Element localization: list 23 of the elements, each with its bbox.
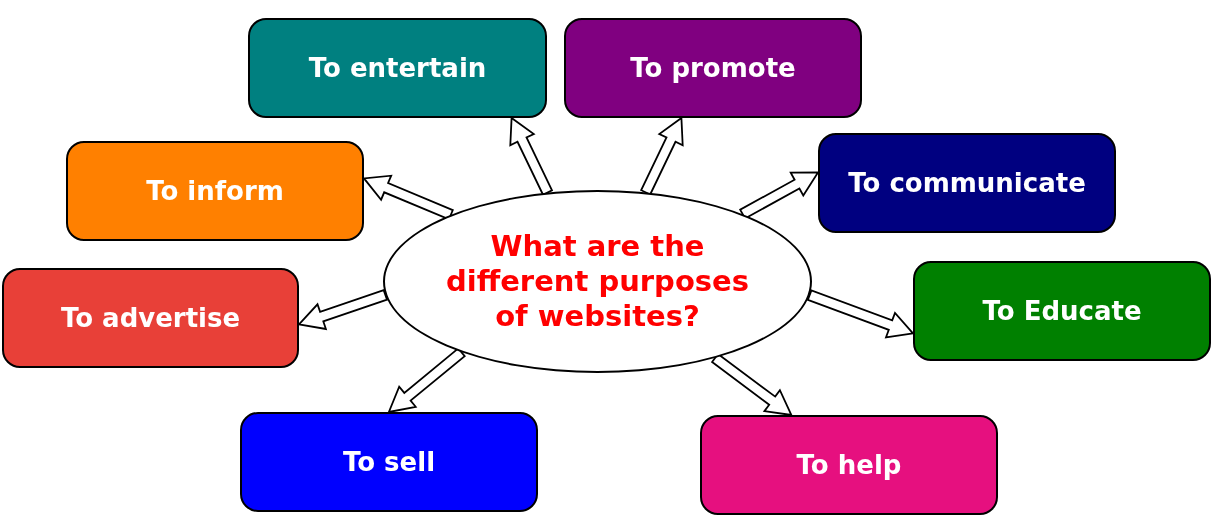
purpose-box — [818, 133, 1116, 233]
box-label: To communicate — [848, 168, 1086, 198]
box-label: To Educate — [982, 296, 1142, 326]
purpose-box — [248, 18, 547, 118]
box-label: To help — [796, 450, 902, 480]
block-arrow — [297, 289, 389, 331]
purpose-box — [564, 18, 862, 118]
block-arrow — [509, 116, 554, 196]
box-label: To advertise — [60, 303, 241, 333]
box-label: To sell — [342, 447, 436, 477]
purpose-box — [66, 141, 364, 241]
purpose-box — [700, 415, 998, 515]
purpose-box — [2, 268, 299, 368]
question-text: What are the different purposes of websites? — [445, 229, 750, 334]
box-label: To promote — [630, 53, 796, 83]
block-arrow — [387, 347, 466, 414]
box-label: To entertain — [308, 53, 487, 83]
purpose-box — [240, 412, 538, 512]
block-arrow — [640, 116, 684, 196]
block-arrow — [806, 289, 915, 339]
box-label: To inform — [146, 176, 284, 206]
block-arrow — [362, 174, 454, 221]
purpose-box — [913, 261, 1211, 361]
